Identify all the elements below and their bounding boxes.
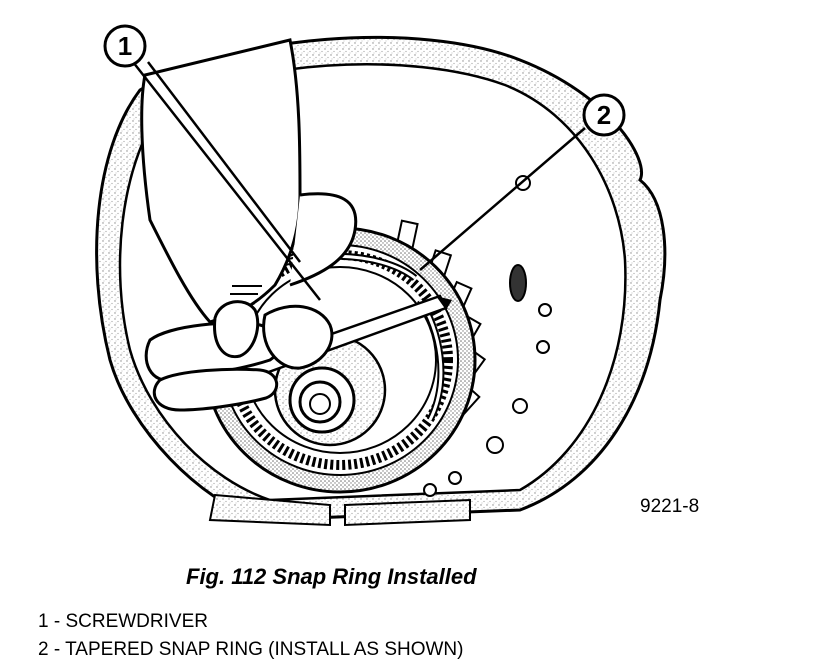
callout-1: 1 <box>103 24 147 68</box>
case-bolt-holes <box>423 175 552 497</box>
hand-illustration <box>140 38 358 412</box>
figure-code: 9221-8 <box>640 496 700 517</box>
figure-caption: Fig. 112 Snap Ring Installed <box>186 564 477 589</box>
callout-2-number: 2 <box>597 100 611 130</box>
callout-1-number: 1 <box>118 31 132 61</box>
legend-item-screwdriver: 1 - SCREWDRIVER <box>38 611 208 632</box>
legend-list: 1 - SCREWDRIVER 2 - TAPERED SNAP RING (I… <box>38 608 463 664</box>
snap-ring-illustration: 1 2 <box>95 24 667 527</box>
leader-lines <box>132 61 586 301</box>
callout-2: 2 <box>582 93 626 137</box>
legend-item-snap-ring: 2 - TAPERED SNAP RING (INSTALL AS SHOWN) <box>38 639 464 660</box>
